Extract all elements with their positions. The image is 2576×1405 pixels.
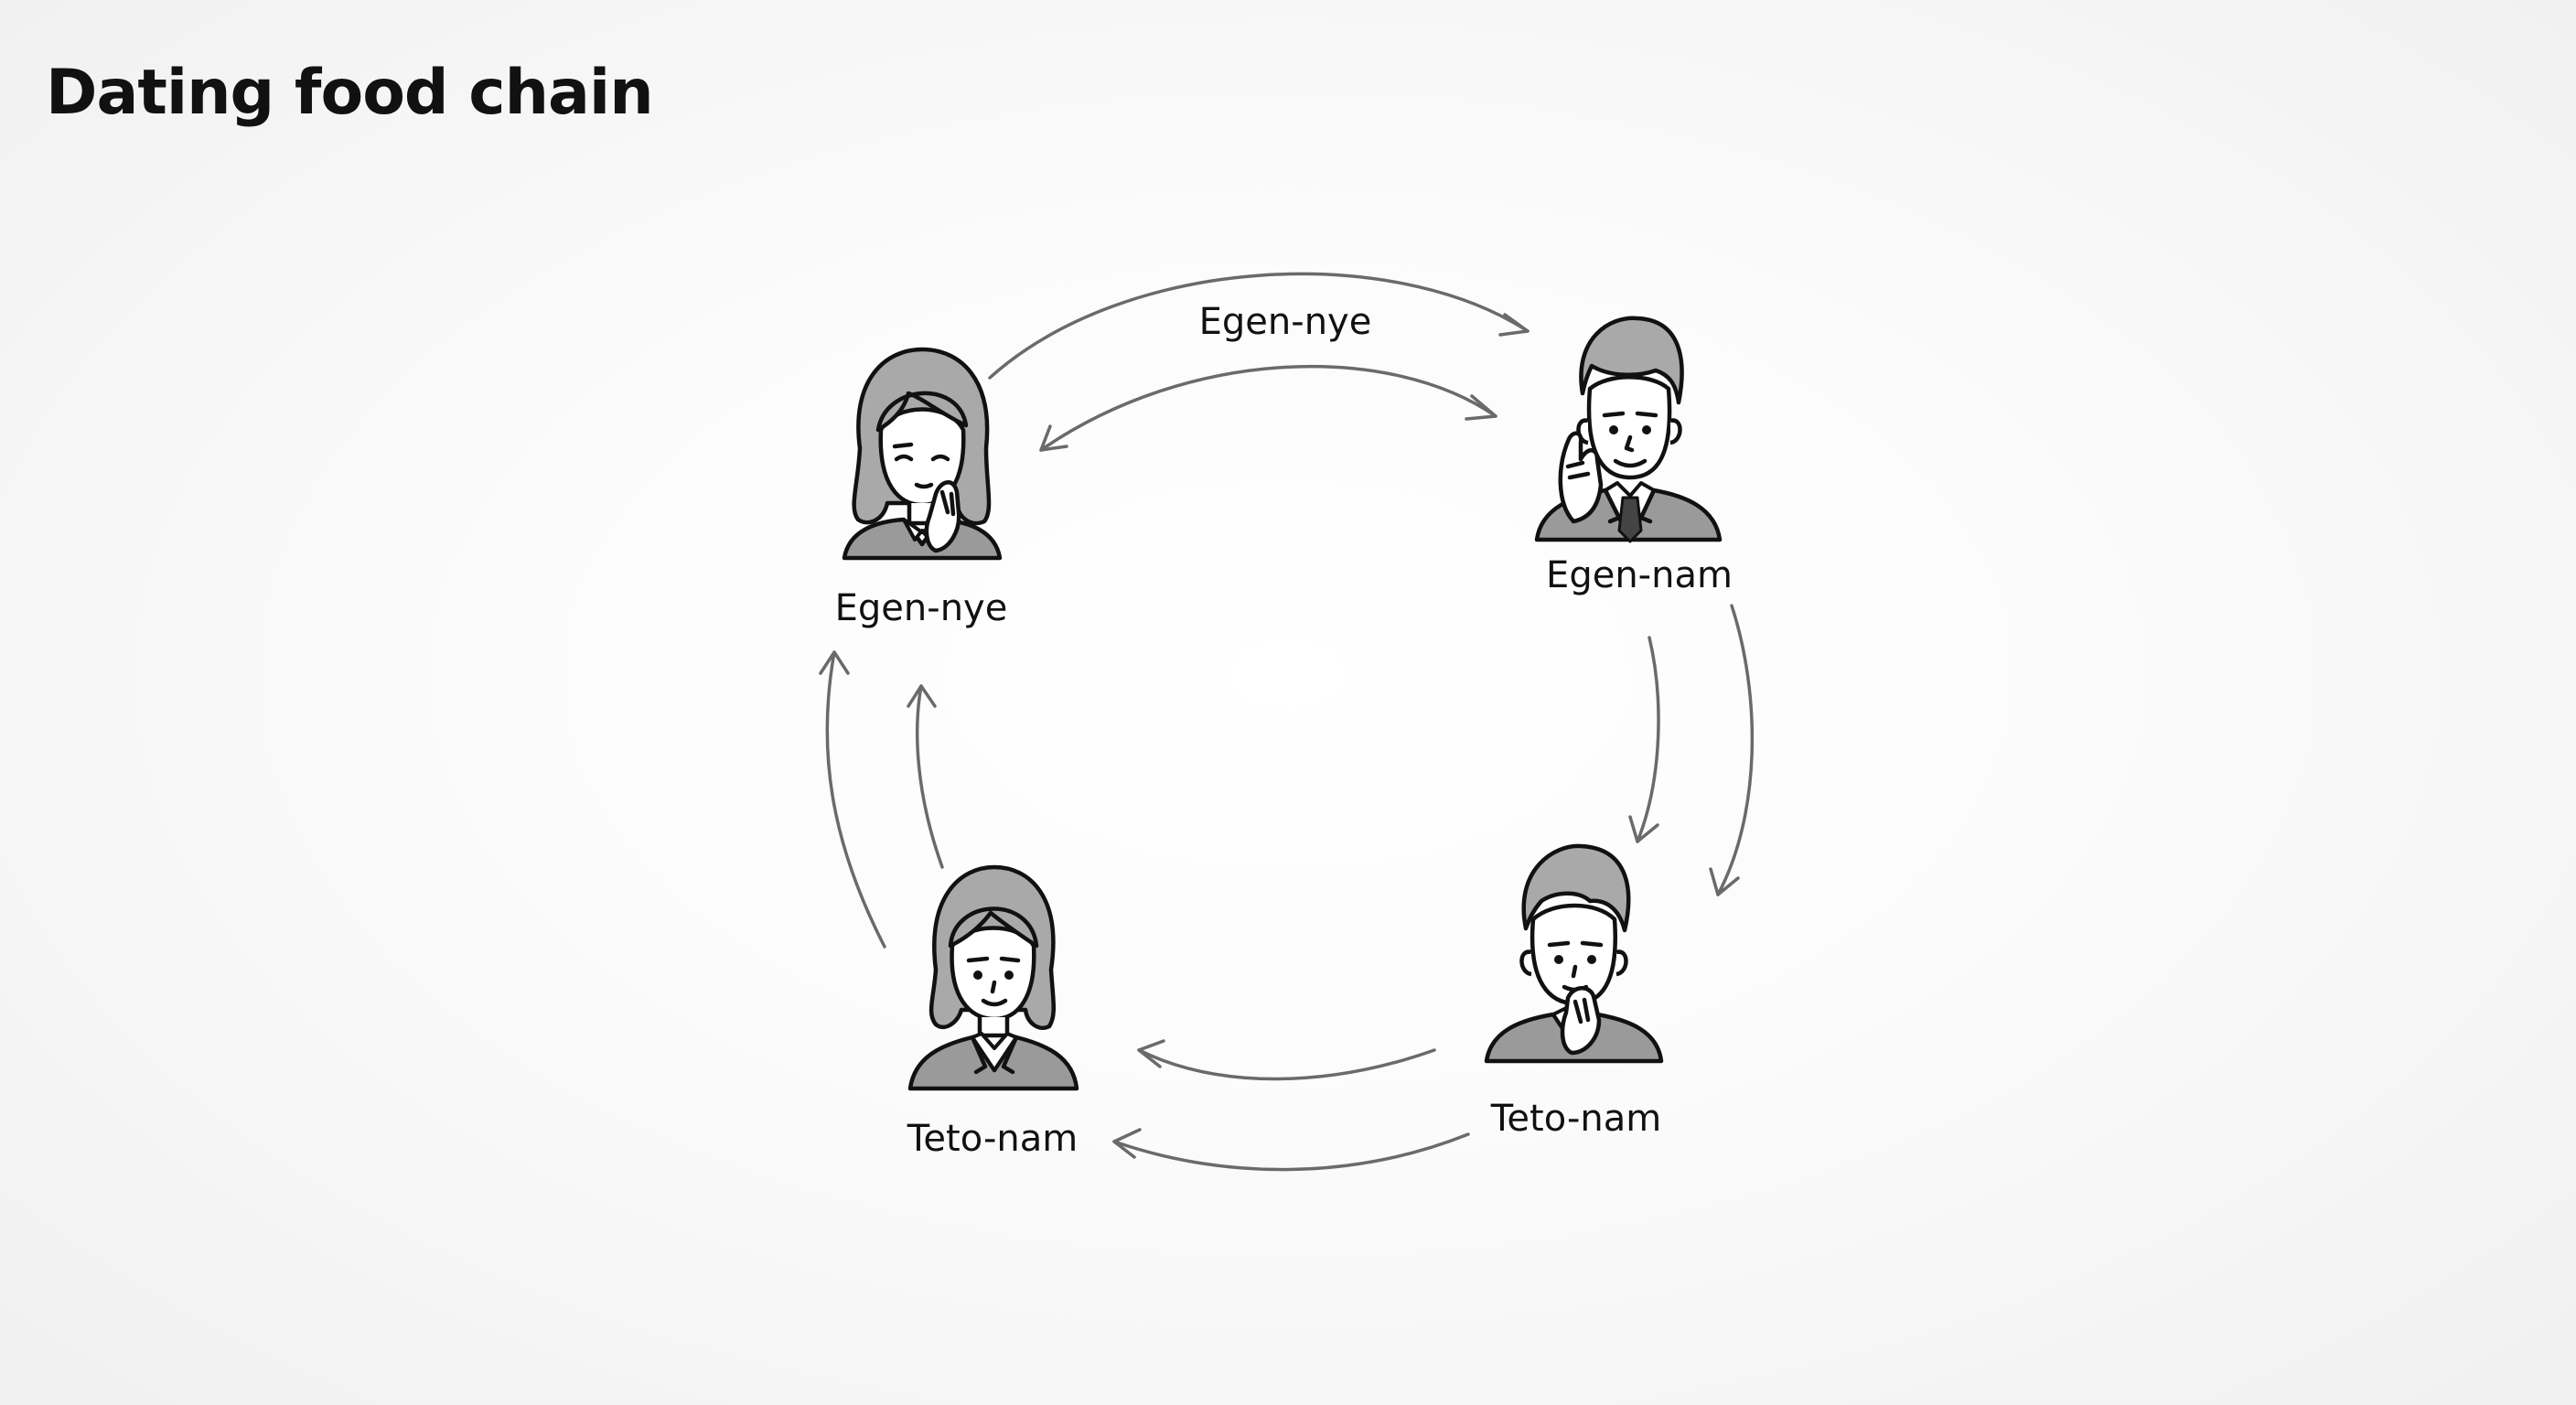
node-teto-nam-man: Teto-nam [1484, 843, 1664, 1140]
arrow-egennam-to-tetonam-inner [1628, 636, 1660, 843]
man-thinking-icon [1484, 843, 1664, 1064]
arrows [819, 272, 1755, 1172]
arrow-egennye-to-egennam-outer [988, 272, 1530, 380]
node-egen-nam: Egen-nam [1534, 316, 1733, 596]
page-title: Dating food chain [46, 57, 654, 129]
node-teto-nam-woman: Teto-nam [907, 864, 1079, 1160]
edge-label: Egen-nye [1199, 301, 1372, 343]
woman-thinking-icon [842, 347, 1003, 561]
arrow-tetonam-to-tetonam-inner [1137, 1039, 1436, 1081]
man-in-suit-icon [1534, 316, 1723, 543]
arrow-tetonam-to-tetonam-outer [1112, 1128, 1470, 1172]
arrow-egennye-egennam-inner [1039, 364, 1497, 452]
node-label: Teto-nam [907, 1118, 1078, 1160]
arrow-egennam-to-tetonam-outer [1709, 604, 1755, 896]
node-label: Egen-nam [1546, 554, 1733, 596]
arrow-tetonam-to-egennye-inner [907, 684, 944, 869]
node-label: Teto-nam [1490, 1098, 1661, 1140]
arrow-tetonam-to-egennye-outer [819, 650, 886, 949]
node-egen-nye: Egen-nye [835, 347, 1008, 629]
node-label: Egen-nye [835, 587, 1008, 629]
woman-in-blazer-icon [907, 864, 1079, 1091]
